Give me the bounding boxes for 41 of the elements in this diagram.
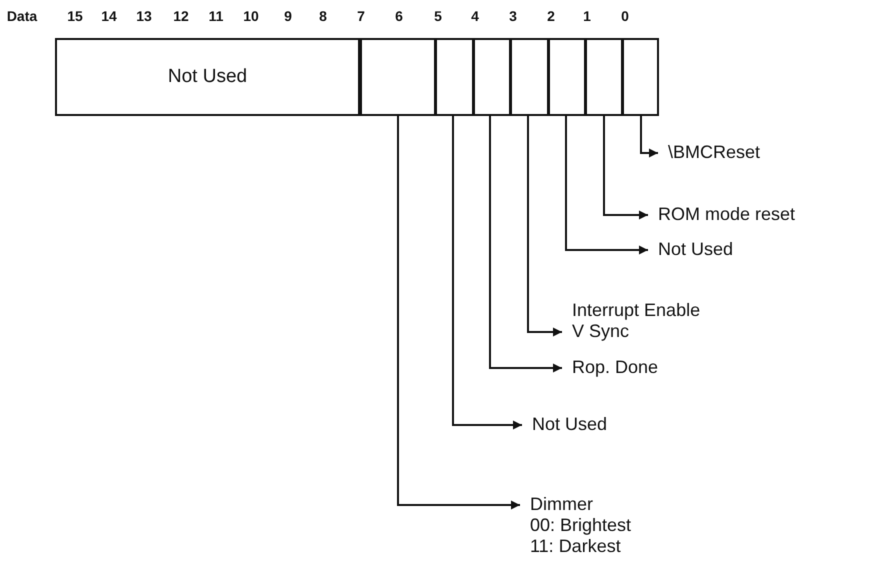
bit-number: 10 [243, 8, 259, 24]
signal-label: Dimmer [530, 494, 594, 515]
arrow [527, 116, 562, 336]
register-field [622, 38, 659, 116]
bit-number: 12 [173, 8, 189, 24]
signal-label: 00: Brightest 11: Darkest [530, 515, 632, 557]
signal-label: \BMCReset [668, 142, 760, 163]
bit-number: 0 [621, 8, 629, 24]
signal-label: ROM mode reset [658, 204, 796, 225]
bit-number: 1 [583, 8, 591, 24]
register-field [585, 38, 623, 116]
bit-number: 9 [284, 8, 292, 24]
arrow [640, 116, 658, 158]
bit-number: 11 [208, 8, 224, 24]
arrow [397, 116, 520, 510]
register-field [360, 38, 436, 116]
bit-number: 15 [67, 8, 83, 24]
arrow [603, 116, 648, 220]
signal-label: Rop. Done [572, 357, 658, 378]
register-field [435, 38, 474, 116]
signal-label: Interrupt Enable V Sync [572, 300, 702, 342]
signal-label: Not Used [658, 239, 734, 260]
bit-number: 3 [509, 8, 517, 24]
bit-number: 14 [101, 8, 117, 24]
field-label: Not Used [168, 66, 248, 88]
bit-number: 7 [357, 8, 365, 24]
arrow [452, 116, 522, 430]
row-label: Data [6, 8, 38, 24]
register-field [55, 38, 360, 116]
register-field [548, 38, 586, 116]
bit-number: 13 [136, 8, 152, 24]
register-field [510, 38, 549, 116]
arrow [489, 116, 562, 372]
bit-number: 6 [395, 8, 403, 24]
bit-number: 5 [434, 8, 442, 24]
register-field [473, 38, 511, 116]
bit-number: 8 [319, 8, 327, 24]
bit-number: 2 [547, 8, 555, 24]
arrow [565, 116, 648, 254]
bit-number: 4 [471, 8, 479, 24]
signal-label: Not Used [532, 414, 608, 435]
